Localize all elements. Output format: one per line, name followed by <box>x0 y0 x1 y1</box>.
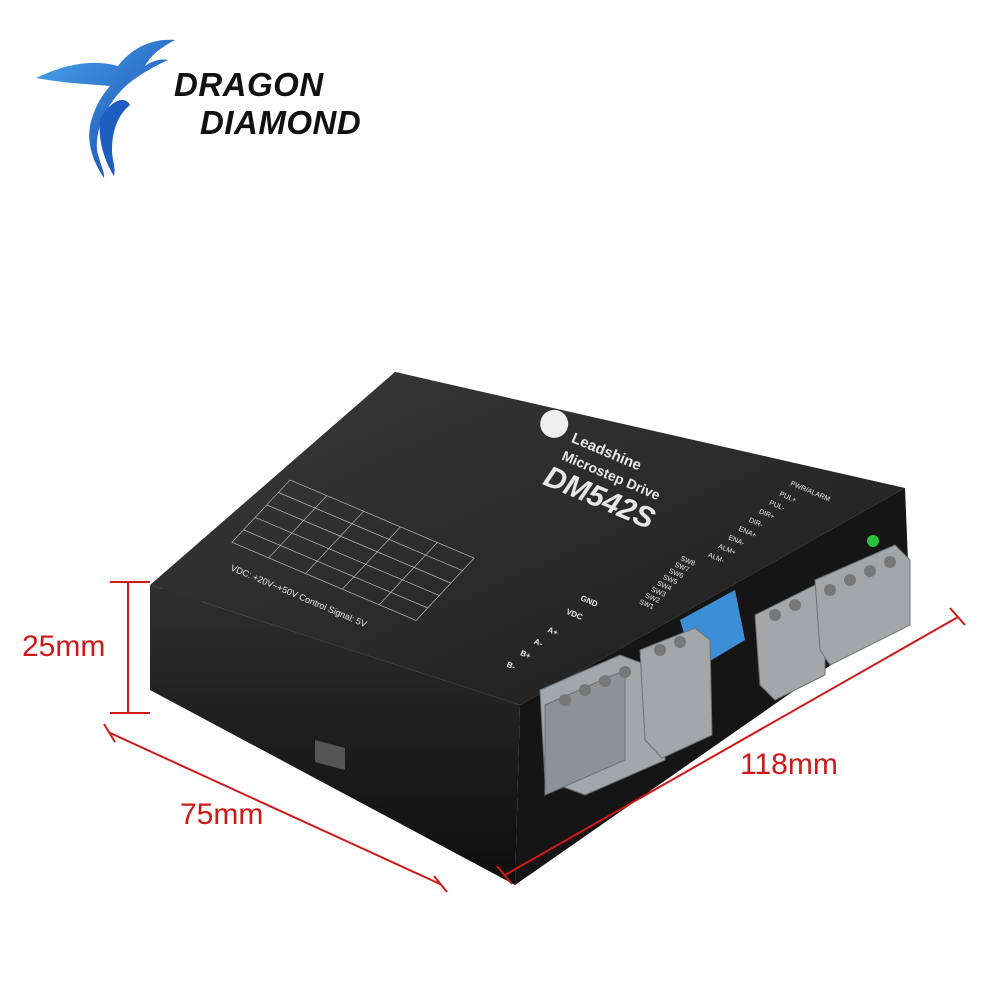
logo-text-line2: DIAMOND <box>200 104 362 141</box>
terminal-screw[interactable] <box>654 644 666 656</box>
height-dimension-label: 25mm <box>22 630 106 663</box>
power-connector[interactable] <box>639 627 713 759</box>
status-led <box>867 535 879 547</box>
signal-connector[interactable] <box>814 544 911 666</box>
terminal-screw[interactable] <box>884 556 896 568</box>
settings-table <box>231 479 475 621</box>
width-dimension-line <box>107 731 441 885</box>
length-dimension-line <box>504 616 959 876</box>
label-a-plus: A+ <box>546 625 559 637</box>
terminal-screw[interactable] <box>674 636 686 648</box>
leadshine-logo-icon <box>540 409 569 438</box>
terminal-screw[interactable] <box>844 574 856 586</box>
terminal-screw[interactable] <box>824 584 836 596</box>
terminal-screw[interactable] <box>864 565 876 577</box>
terminal-screw[interactable] <box>619 666 631 678</box>
device-top-face <box>150 372 905 705</box>
terminal-screw[interactable] <box>599 675 611 687</box>
logo-text-line1: DRAGON <box>174 66 324 103</box>
terminal-screw[interactable] <box>559 694 571 706</box>
terminal-screw[interactable] <box>789 599 801 611</box>
label-b-plus: B+ <box>519 648 532 660</box>
label-a-minus: A- <box>533 637 545 649</box>
terminal-screw[interactable] <box>769 609 781 621</box>
dragon-logo-icon <box>36 39 175 178</box>
length-dimension-label: 118mm <box>740 748 838 781</box>
terminal-screw[interactable] <box>579 684 591 696</box>
label-b-minus: B- <box>505 660 517 672</box>
width-dimension-label: 75mm <box>180 798 264 831</box>
mounting-slot <box>315 740 345 770</box>
device-front-face <box>150 585 520 885</box>
